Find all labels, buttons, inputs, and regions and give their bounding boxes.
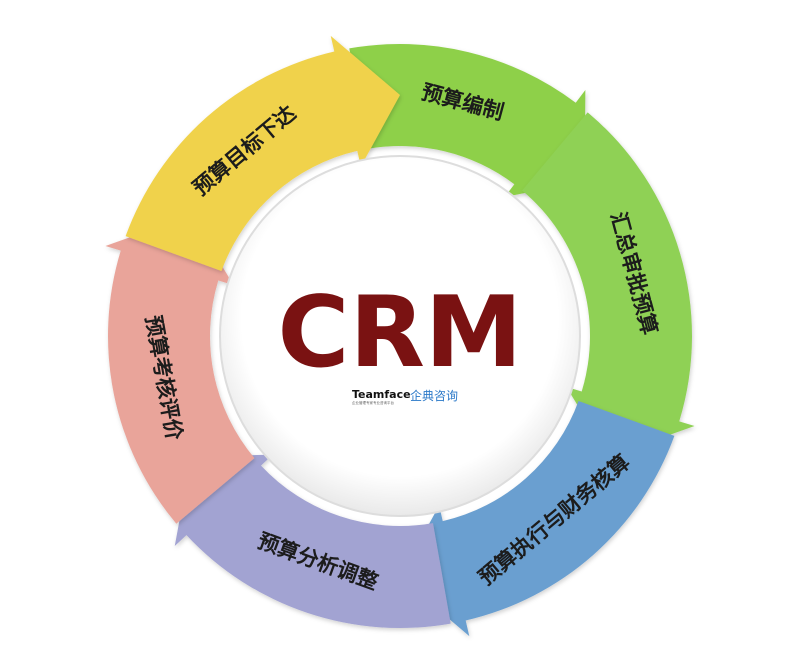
- step-approval-arrow: [522, 112, 695, 457]
- brand-cn: 企典咨询: [410, 388, 458, 403]
- center-circle: [219, 155, 581, 517]
- center-hub: CRM Teamface 企典咨询 企业管理专家专业咨询平台: [219, 155, 581, 517]
- step-budget-prep-arrow: [349, 43, 586, 198]
- step-analysis-arrow: [174, 454, 451, 628]
- brand-name: Teamface: [352, 388, 411, 401]
- step-evaluation-arrow: [105, 215, 255, 524]
- brand-subtitle: 企业管理专家专业咨询平台: [352, 400, 394, 405]
- step-execution-arrow: [400, 400, 675, 637]
- crm-title: CRM: [278, 276, 523, 390]
- step-target-arrow: [125, 35, 401, 272]
